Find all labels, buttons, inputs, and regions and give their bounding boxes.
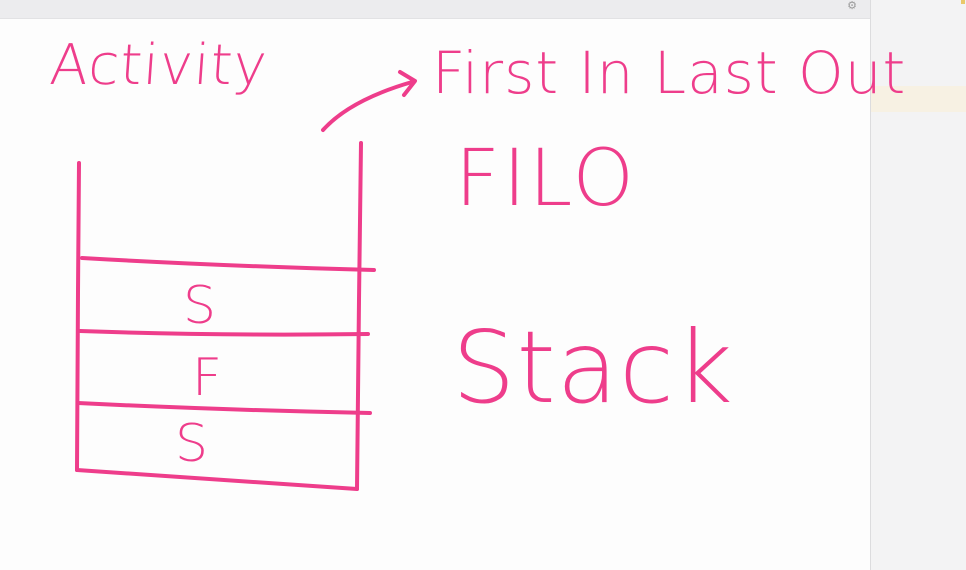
filo-label: FILO [455,134,637,224]
gear-icon[interactable]: ⚙ [847,0,857,12]
activity-label: Activity [47,33,270,98]
side-panel-marker [961,0,965,4]
first-in-last-out-label: First In Last Out [432,39,907,107]
whiteboard-canvas[interactable] [0,19,870,570]
stack-divider-top [80,256,376,272]
stack-bottom [75,468,359,491]
stack-right-wall [355,141,363,491]
stack-label: Stack [452,309,734,426]
highlighted-row [871,86,966,112]
stack-left-wall [75,161,81,472]
arrow-curve [321,80,414,132]
stack-cell-label: S [183,276,217,336]
side-panel [870,0,966,570]
stack-divider-lower [76,401,372,415]
arrow-head [398,70,417,97]
stack-divider-middle [78,329,370,337]
stack-cell-label: F [192,348,222,408]
stack-cell-label: S [175,414,209,474]
top-toolbar: ⚙ [0,0,870,19]
